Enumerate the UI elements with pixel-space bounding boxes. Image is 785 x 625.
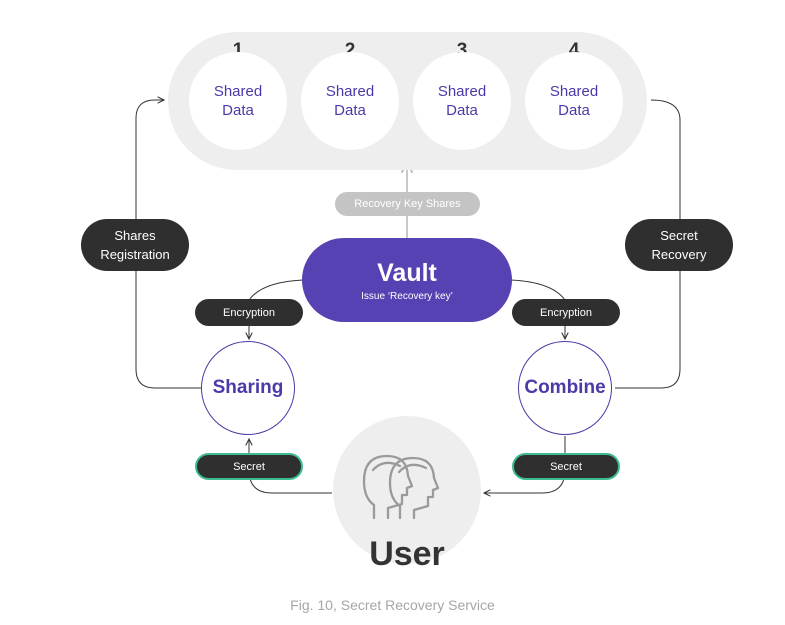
shared-data-label-line2: Data bbox=[334, 102, 366, 119]
vault-subtitle: Issue ‘Recovery key’ bbox=[361, 291, 453, 302]
encryption-left-pill: Encryption bbox=[195, 299, 303, 326]
secret-right-pill: Secret bbox=[512, 453, 620, 480]
shared-data-label-line2: Data bbox=[222, 102, 254, 119]
line-data-to-recovery bbox=[615, 99, 681, 389]
vault-node: Vault Issue ‘Recovery key’ bbox=[302, 238, 512, 322]
vault-title: Vault bbox=[377, 259, 437, 287]
shared-data-label-line2: Data bbox=[558, 102, 590, 119]
sharing-node: Sharing bbox=[201, 341, 295, 435]
shared-data-label-line1: Shared bbox=[437, 83, 487, 100]
shares-registration-line1: Shares bbox=[114, 228, 156, 243]
user-label: User bbox=[369, 535, 445, 573]
share-number-1: 1 bbox=[232, 40, 244, 61]
share-number-3: 3 bbox=[456, 40, 468, 61]
figure-caption: Fig. 10, Secret Recovery Service bbox=[290, 597, 495, 613]
recovery-key-shares-pill: Recovery Key Shares bbox=[335, 192, 480, 216]
shares-registration-line2: Registration bbox=[100, 247, 170, 262]
shared-data-label-line1: Shared bbox=[325, 83, 375, 100]
secret-left-pill: Secret bbox=[195, 453, 303, 480]
shared-data-label-line1: Shared bbox=[549, 83, 599, 100]
combine-node: Combine bbox=[518, 341, 612, 435]
share-number-2: 2 bbox=[344, 40, 356, 61]
secret-recovery-line2: Recovery bbox=[651, 247, 707, 262]
user-group-icon bbox=[362, 454, 440, 520]
secret-recovery-line1: Secret bbox=[660, 228, 698, 243]
shared-data-label-line1: Shared bbox=[213, 83, 263, 100]
shared-data-label-line2: Data bbox=[446, 102, 478, 119]
share-number-4: 4 bbox=[568, 40, 580, 61]
encryption-right-pill: Encryption bbox=[512, 299, 620, 326]
